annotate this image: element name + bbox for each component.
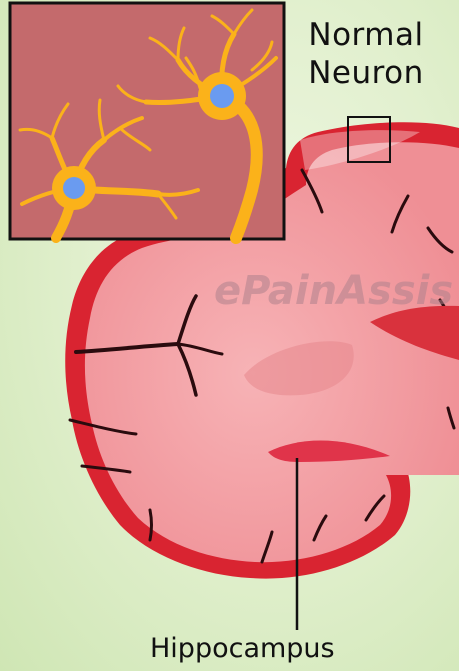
normal-neuron-label-line2: Neuron [286,54,446,92]
watermark-text: ePainAssis [214,268,453,314]
neuron-upper-nucleus [210,84,234,108]
normal-neuron-label-line1: Normal [286,16,446,54]
neuron-lower-nucleus [63,177,85,199]
hippocampus-label: Hippocampus [150,633,420,665]
normal-neuron-label: Normal Neuron [286,16,446,92]
neuron-inset-panel [10,3,284,239]
